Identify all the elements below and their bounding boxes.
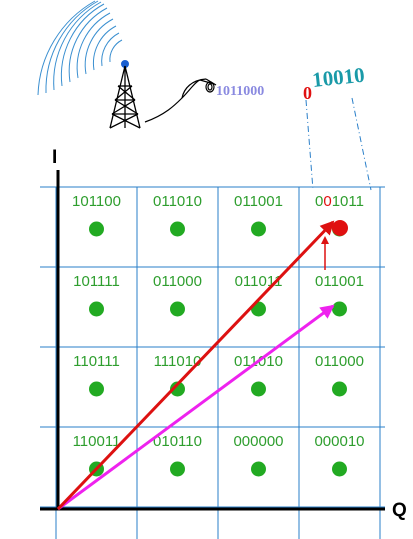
constellation-code: 110011 [73,433,121,450]
svg-text:0: 0 [303,83,312,103]
constellation-code: 000000 [233,433,283,450]
constellation-code: 110111 [73,353,120,370]
constellation-code: 011010 [153,193,202,210]
constellation-point [332,301,347,317]
constellation-point [332,461,347,477]
constellation-code: 111010 [154,353,202,370]
constellation-code: 010110 [153,433,202,450]
svg-text:1011000: 1011000 [216,84,264,99]
constellation-code: 011000 [153,273,202,290]
signal-waves-icon [37,0,123,96]
constellation-point [89,221,104,237]
constellation-code: 011001 [315,273,364,290]
leader-lines [305,97,372,191]
constellation-point [89,381,104,397]
constellation-code: 011000 [315,353,364,370]
axes [40,170,385,511]
constellation-point [251,461,266,477]
constellation-grid [40,186,385,539]
vectors [56,220,348,511]
constellation-cells: 101100 011010 011001 001011 101111 011000 0110… [72,193,365,477]
bitstream-part3: 10010 [311,63,366,92]
constellation-point [251,381,266,397]
constellation-point [170,381,185,397]
axis-label-q: Q [392,500,407,521]
constellation-point [251,221,266,237]
constellation-point [89,301,104,317]
fiber-coil-icon [144,78,217,123]
received-point [332,220,348,236]
constellation-point [170,461,185,477]
constellation-point [170,221,185,237]
received-vector [56,220,335,511]
bitstream: 1011000 0 10010 [216,63,366,103]
radio-tower-icon [37,0,141,129]
constellation-point [170,301,185,317]
constellation-code: 000010 [314,433,364,450]
ideal-vector [57,304,335,511]
bitstream-part2: 0 [303,83,312,103]
constellation-code: 001011 [315,193,364,210]
bitstream-part1: 1011000 [216,84,264,99]
svg-text:10010: 10010 [311,63,366,92]
constellation-point [332,381,347,397]
constellation-code: 101100 [72,193,121,210]
constellation-code: 011001 [234,193,283,210]
constellation-code: 101111 [73,273,120,290]
axis-label-i: I [52,147,57,168]
